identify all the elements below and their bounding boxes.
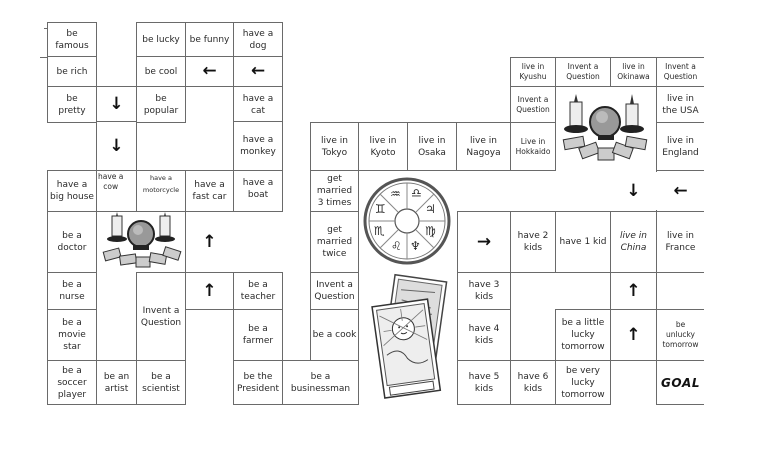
square-have-5-kids[interactable]: have 5 kids [457, 360, 511, 405]
square-live-england[interactable]: live in England [656, 122, 704, 171]
square-live-kyushu[interactable]: live in Kyushu [510, 57, 556, 87]
arrow-down-icon: ↓ [109, 94, 124, 114]
square-have-4-kids[interactable]: have 4 kids [457, 309, 511, 361]
square-be-scientist[interactable]: be a scientist [136, 360, 186, 405]
square-be-funny[interactable]: be funny [185, 22, 234, 58]
arrow-up-square[interactable]: ↑ [185, 211, 234, 273]
square-be-soccer-player[interactable]: be a soccer player [47, 360, 97, 405]
square-be-unlucky[interactable]: be unlucky tomorrow [656, 309, 704, 361]
square-live-osaka[interactable]: live in Osaka [407, 122, 457, 171]
square-be-a-little-lucky[interactable]: be a little lucky tomorrow [555, 309, 611, 361]
arrow-up-icon: ↑ [626, 324, 641, 345]
square-be-popular[interactable]: be popular [136, 86, 186, 123]
arrow-up-icon: ↑ [202, 231, 217, 252]
arrow-left-square[interactable]: ← [185, 56, 234, 87]
square-live-hokkaido[interactable]: Live in Hokkaido [510, 122, 556, 171]
empty-space [656, 272, 704, 310]
square-be-famous[interactable]: be famous [47, 22, 97, 58]
libra-icon: ♎ [411, 186, 422, 200]
square-have-dog[interactable]: have a dog [233, 22, 283, 58]
square-get-married-twice[interactable]: get married twice [310, 211, 359, 273]
square-have-big-house[interactable]: have a big house [47, 170, 97, 212]
empty-space [233, 211, 283, 273]
square-invent-question-mid[interactable]: Invent a Question [310, 272, 359, 310]
square-have-motorcycle[interactable]: have a motorcycle [136, 170, 186, 212]
square-live-kyoto[interactable]: live in Kyoto [358, 122, 408, 171]
square-be-teacher[interactable]: be a teacher [233, 272, 283, 310]
zodiac-wheel-icon [363, 177, 451, 265]
neptune-icon: ♆ [410, 239, 421, 253]
square-live-china[interactable]: live in China [610, 211, 657, 273]
square-have-boat[interactable]: have a boat [233, 170, 283, 212]
tarot-cards-icon [371, 273, 448, 399]
square-invent-question-r2[interactable]: Invent a Question [555, 57, 611, 87]
arrow-left-icon: ← [202, 61, 217, 81]
arrow-up-icon: ↑ [202, 280, 217, 301]
square-be-farmer[interactable]: be a farmer [233, 309, 283, 361]
scorpio-icon: ♏ [374, 224, 385, 238]
arrow-up-square[interactable]: ↑ [610, 309, 657, 361]
arrow-right-icon: → [476, 231, 492, 252]
square-live-france[interactable]: live in France [656, 211, 704, 273]
square-be-very-lucky[interactable]: be very lucky tomorrow [555, 360, 611, 405]
square-be-movie-star[interactable]: be a movie star [47, 309, 97, 361]
gemini-icon: ♊ [375, 202, 386, 216]
square-have-cat[interactable]: have a cat [233, 86, 283, 123]
arrow-left-icon: ← [250, 61, 266, 81]
square-be-doctor[interactable]: be a doctor [47, 211, 97, 273]
leo-icon: ♌ [391, 239, 402, 253]
square-live-tokyo[interactable]: live in Tokyo [310, 122, 359, 171]
square-be-nurse[interactable]: be a nurse [47, 272, 97, 310]
arrow-down-square[interactable]: ↓ [96, 121, 137, 171]
arrow-up-icon: ↑ [626, 280, 641, 301]
fortune-candles-crystal-ball-icon [102, 212, 182, 268]
arrow-down-square[interactable]: ↓ [610, 172, 657, 210]
square-goal[interactable]: GOAL [656, 360, 704, 405]
square-have-2-kids[interactable]: have 2 kids [510, 211, 556, 273]
arrow-left-square[interactable]: ← [233, 56, 283, 87]
aquarius-icon: ♒ [390, 187, 401, 201]
arrow-down-square[interactable]: ↓ [96, 86, 137, 123]
square-be-lucky[interactable]: be lucky [136, 22, 186, 58]
arrow-down-icon: ↓ [626, 180, 641, 201]
virgo-icon: ♍ [425, 224, 436, 238]
square-invent-question-r3[interactable]: Invent a Question [656, 57, 704, 87]
square-have-cow[interactable]: have a cow [96, 170, 137, 212]
square-be-rich[interactable]: be rich [47, 56, 97, 87]
square-be-cook[interactable]: be a cook [310, 309, 359, 361]
square-have-6-kids[interactable]: have 6 kids [510, 360, 556, 405]
edge-mark [44, 28, 47, 29]
arrow-down-icon: ↓ [109, 135, 124, 156]
arrow-up-square[interactable]: ↑ [185, 272, 234, 310]
square-be-businessman[interactable]: be a businessman [282, 360, 359, 405]
square-be-cool[interactable]: be cool [136, 56, 186, 87]
arrow-left-square[interactable]: ← [656, 170, 704, 212]
arrow-left-icon: ← [673, 180, 688, 201]
square-have-1-kid[interactable]: have 1 kid [555, 211, 611, 273]
square-invent-question-left[interactable]: Invent a Question [136, 272, 186, 361]
square-have-3-kids[interactable]: have 3 kids [457, 272, 511, 310]
square-be-artist[interactable]: be an artist [96, 360, 137, 405]
square-be-president[interactable]: be the President [233, 360, 283, 405]
arrow-right-square[interactable]: → [457, 211, 511, 273]
jupiter-icon: ♃ [425, 202, 436, 216]
square-have-fast-car[interactable]: have a fast car [185, 170, 234, 212]
square-live-nagoya[interactable]: live in Nagoya [456, 122, 511, 171]
square-invent-question-r1[interactable]: Invent a Question [510, 86, 556, 123]
square-live-okinawa[interactable]: live in Okinawa [610, 57, 657, 87]
square-live-usa[interactable]: live in the USA [656, 86, 704, 123]
fortune-candles-crystal-ball-icon [562, 94, 648, 161]
zodiac-wheel: ♒ ♎ ♃ ♍ ♆ ♌ ♏ ♊ [363, 177, 451, 265]
goal-label: GOAL [661, 375, 700, 390]
arrow-up-square[interactable]: ↑ [610, 272, 657, 310]
square-have-monkey[interactable]: have a monkey [233, 121, 283, 171]
square-get-married-3-times[interactable]: get married 3 times [310, 170, 359, 212]
edge-mark [40, 57, 47, 58]
square-be-pretty[interactable]: be pretty [47, 86, 97, 123]
